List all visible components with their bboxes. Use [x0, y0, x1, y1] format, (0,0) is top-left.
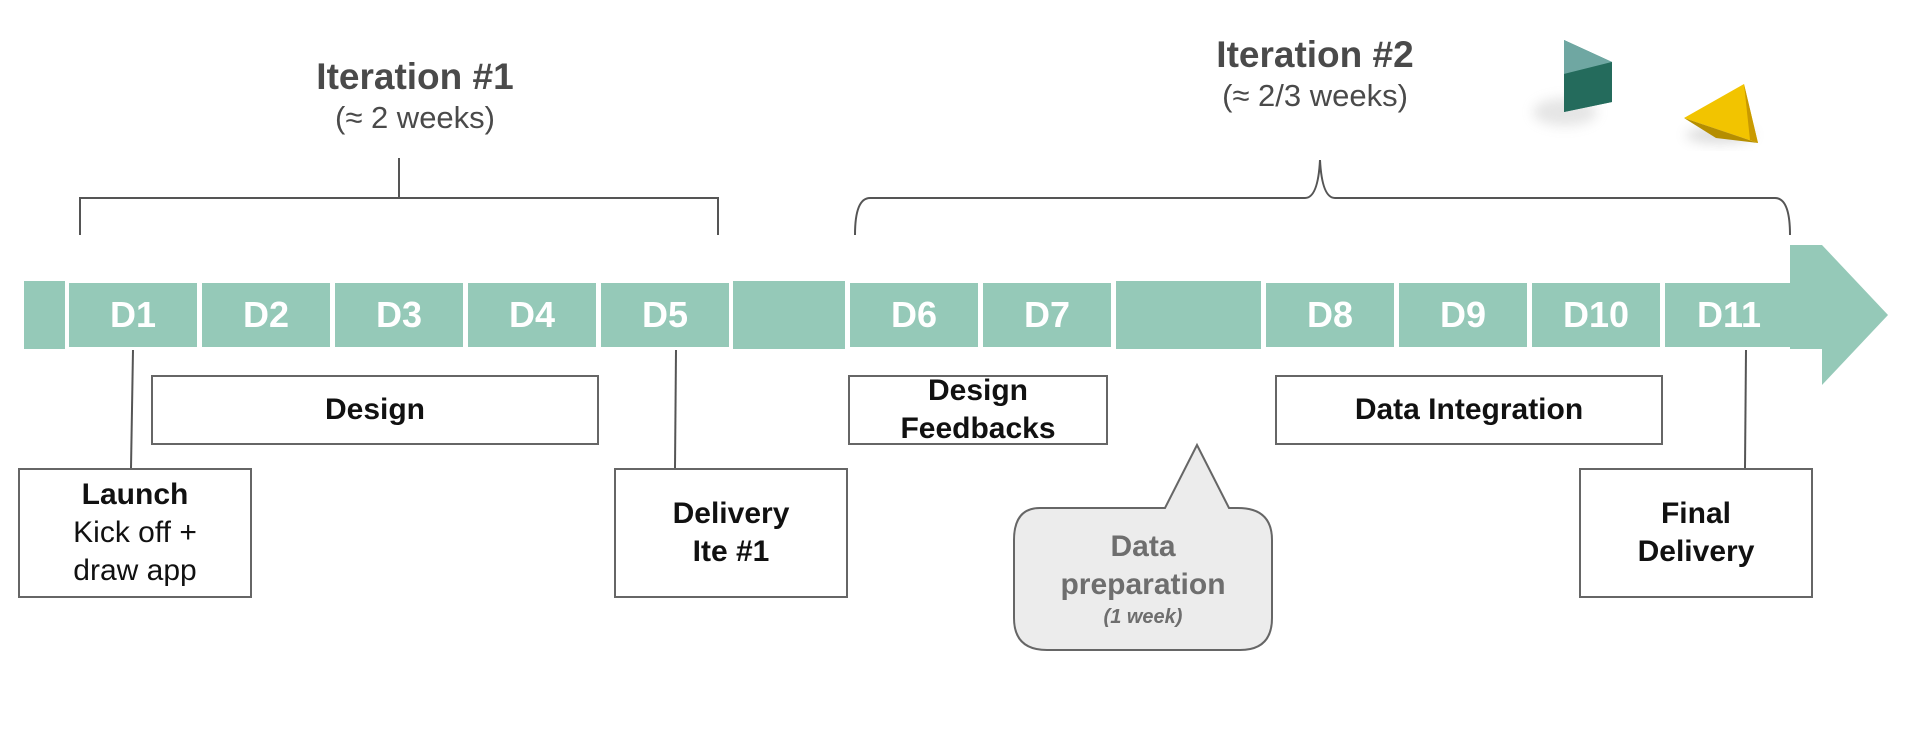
iteration-2-duration: (≈ 2/3 weeks) — [1222, 78, 1408, 113]
day-cell-d5: D5 — [601, 283, 729, 347]
timeline-gap-1 — [733, 281, 845, 349]
data-prep-callout-shape — [1013, 442, 1273, 651]
data-prep-line1: Data — [1110, 530, 1176, 563]
iteration-1-bracket — [79, 158, 719, 235]
day-cell-d4: D4 — [468, 283, 596, 347]
day-cell-d10: D10 — [1532, 283, 1660, 347]
launch-connector — [130, 349, 134, 469]
iteration-1-duration: (≈ 2 weeks) — [335, 100, 495, 135]
iteration-2-title: Iteration #2 — [1216, 34, 1414, 75]
milestone-final-line1: Final — [1660, 497, 1731, 530]
milestone-final-line2: Delivery — [1637, 535, 1755, 568]
day-cell-d2: D2 — [202, 283, 330, 347]
timeline-segment-start — [24, 281, 65, 349]
day-cell-d1: D1 — [69, 283, 197, 347]
milestone-delivery-1: Delivery Ite #1 — [614, 468, 848, 598]
phase-design: Design — [151, 375, 599, 445]
delivery1-connector — [674, 349, 677, 469]
day-cell-d7: D7 — [983, 283, 1111, 347]
phase-design-label: Design — [324, 393, 426, 426]
teal-cube-icon — [1533, 40, 1612, 126]
data-prep-line2: preparation — [1060, 568, 1226, 601]
iteration-2-brace — [854, 159, 1791, 236]
day-cell-d8: D8 — [1266, 283, 1394, 347]
phase-data-integration: Data Integration — [1275, 375, 1663, 445]
phase-data-integration-label: Data Integration — [1354, 393, 1584, 426]
final-connector — [1744, 349, 1747, 469]
milestone-launch: Launch Kick off + draw app — [18, 468, 252, 598]
phase-design-feedbacks-line2: Feedbacks — [900, 412, 1056, 445]
iteration-1-title: Iteration #1 — [316, 56, 514, 97]
day-cell-d11: D11 — [1665, 283, 1793, 347]
milestone-delivery-1-line2: Ite #1 — [692, 535, 770, 568]
yellow-pyramid-icon — [1684, 84, 1758, 143]
milestone-delivery-1-line1: Delivery — [672, 497, 790, 530]
timeline-gap-2 — [1116, 281, 1261, 349]
milestone-launch-line2: draw app — [73, 554, 197, 587]
phase-design-feedbacks-line1: Design — [927, 374, 1029, 407]
milestone-launch-title: Launch — [81, 478, 189, 511]
day-cell-d3: D3 — [335, 283, 463, 347]
data-prep-callout: Data preparation (1 week) — [1014, 528, 1272, 630]
timeline-arrowhead — [1790, 245, 1888, 385]
day-cell-d9: D9 — [1399, 283, 1527, 347]
milestone-final-delivery: Final Delivery — [1579, 468, 1813, 598]
milestone-launch-line1: Kick off + — [73, 516, 197, 549]
day-cell-d6: D6 — [850, 283, 978, 347]
data-prep-note: (1 week) — [1103, 606, 1183, 628]
phase-design-feedbacks: Design Feedbacks — [848, 374, 1108, 445]
